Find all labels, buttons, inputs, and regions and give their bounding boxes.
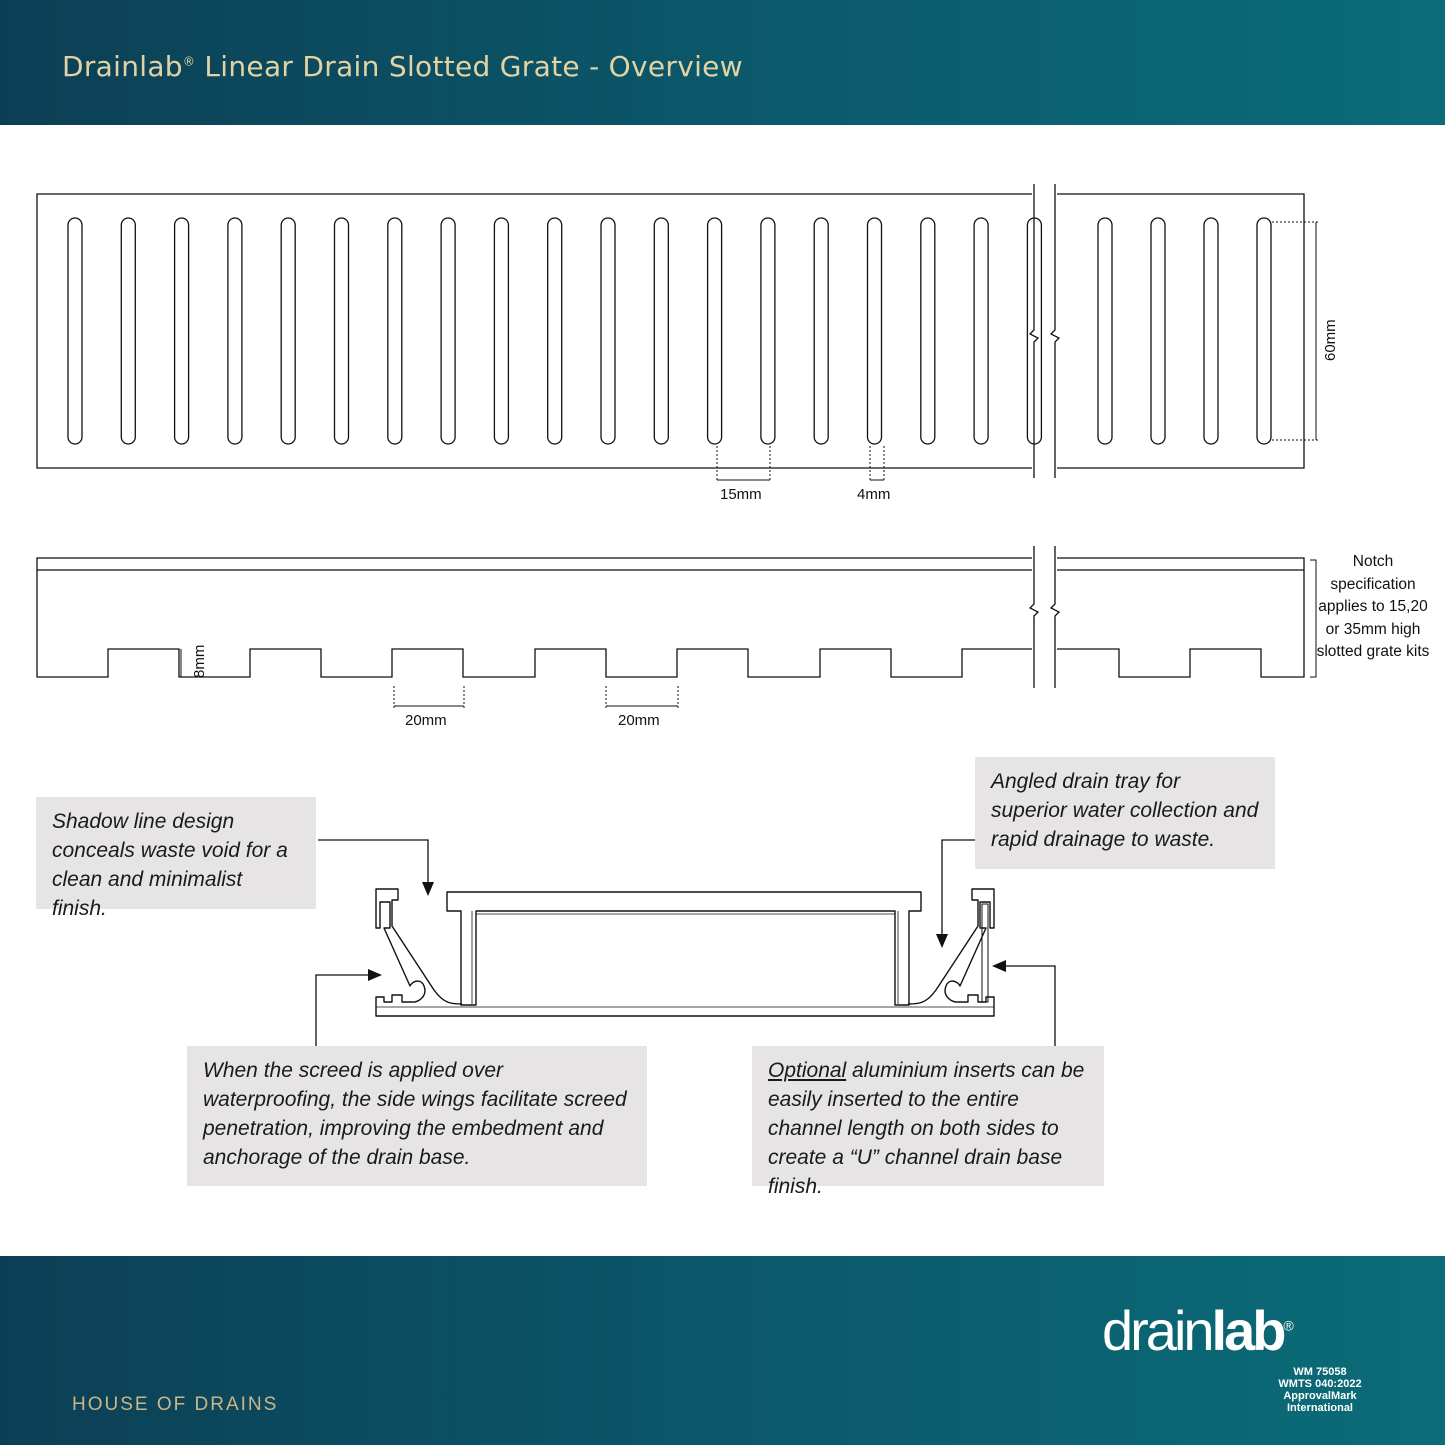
grate-top-view [36, 184, 1305, 478]
side-break-left [1028, 546, 1040, 688]
page-title: Drainlab® Linear Drain Slotted Grate - O… [62, 50, 743, 83]
header-banner: Drainlab® Linear Drain Slotted Grate - O… [0, 0, 1445, 125]
dim-4mm-label: 4mm [857, 486, 890, 503]
grate-slot [813, 217, 829, 445]
grate-slot [67, 217, 83, 445]
right-wing [907, 888, 995, 1005]
notch-spec-note: Notch specification applies to 15,20 or … [1316, 553, 1430, 660]
leader-angled-tray [941, 839, 976, 942]
base-plate [375, 1005, 995, 1017]
callout-angled-tray: Angled drain tray for superior water col… [975, 757, 1275, 869]
callout-angled-tray-text: Angled drain tray for superior water col… [991, 770, 1259, 851]
callout-optional-inserts: Optional aluminium inserts can be easily… [752, 1046, 1104, 1198]
arrowhead-screed [368, 969, 382, 981]
grate-slot [173, 217, 190, 445]
leader-shadow-line [318, 839, 429, 890]
side-view-dimensions [180, 559, 1317, 710]
title-registered-mark: ® [182, 54, 196, 69]
dim-15mm-label: 15mm [720, 486, 762, 503]
side-profile-left [36, 557, 1032, 678]
leader-screed [315, 974, 378, 1046]
grate-slot [1203, 217, 1219, 445]
wm-body-2: International [1286, 1402, 1353, 1414]
grate-slot [440, 217, 456, 445]
title-brand: Drainlab [62, 50, 183, 83]
grate-slot [866, 217, 883, 445]
channel-cross-section [375, 888, 995, 1017]
arrowhead-shadow [422, 882, 434, 896]
top-view-dimensions [716, 221, 1318, 482]
watermark-certification: WM 75058 WMTS 040:2022 ApprovalMark Inte… [1260, 1366, 1380, 1414]
arrowhead-tray [936, 934, 948, 948]
grate-outline-right [1057, 193, 1305, 469]
callout-arrowheads [368, 882, 1006, 981]
grate-slot [600, 217, 616, 445]
side-break-right [1049, 546, 1061, 688]
dim-60mm-label: 60mm [1322, 319, 1339, 361]
callout-optional-text: aluminium inserts can be easily inserted… [768, 1059, 1085, 1198]
aluminium-insert [981, 903, 989, 1003]
grate-slot [920, 217, 936, 445]
dim-notch-bracket [1310, 559, 1317, 678]
grate-slots [67, 217, 1272, 445]
break-line-right [1049, 184, 1061, 478]
grate-slot [1097, 217, 1113, 445]
title-text: Linear Drain Slotted Grate - Overview [195, 50, 743, 83]
wm-code: WM 75058 [1293, 1366, 1347, 1378]
house-of-drains-wordmark: HOUSE OF DRAINS [72, 1394, 279, 1415]
arrowhead-insert [992, 960, 1006, 972]
grate-slot [120, 217, 136, 445]
grate-slot [1150, 217, 1166, 445]
grate-slot [493, 217, 510, 445]
callout-screed-text: When the screed is applied over waterpro… [203, 1059, 627, 1169]
wm-standard: WMTS 040:2022 [1278, 1378, 1362, 1390]
callout-shadow-line: Shadow line design conceals waste void f… [36, 797, 316, 920]
grate-slot [333, 217, 350, 445]
break-line-left [1028, 184, 1040, 478]
grate-top-plate [446, 891, 922, 1006]
footer-banner [0, 1256, 1445, 1445]
callout-screed: When the screed is applied over waterpro… [187, 1046, 647, 1186]
grate-slot [653, 217, 669, 445]
wm-body-1: ApprovalMark [1283, 1390, 1357, 1402]
grate-inner-line [471, 911, 899, 1004]
grate-slot [760, 217, 776, 445]
grate-slot [227, 217, 243, 445]
drainlab-logo-thin: drain [1102, 1299, 1215, 1362]
leader-insert [996, 965, 1056, 1046]
grate-slot [547, 217, 563, 445]
grate-slot [973, 217, 989, 445]
dim-20mm-label-a: 20mm [405, 712, 447, 729]
dim-20mm-label-b: 20mm [618, 712, 660, 729]
left-wing [375, 888, 463, 1005]
callout-optional-word: Optional [768, 1059, 847, 1082]
drainlab-logo: drainlab® [1102, 1298, 1294, 1363]
grate-slot [280, 217, 296, 445]
grate-outline-left [36, 193, 1032, 469]
callout-leaders [315, 839, 1056, 1046]
grate-side-view [36, 546, 1305, 688]
side-profile-right [1057, 557, 1305, 678]
drainlab-logo-bold: lab [1211, 1299, 1287, 1362]
dim-8mm-label: 8mm [191, 645, 208, 678]
grate-slot [1256, 217, 1272, 445]
drainlab-logo-reg: ® [1283, 1317, 1294, 1334]
callout-shadow-line-text: Shadow line design conceals waste void f… [52, 810, 288, 920]
grate-slot [706, 217, 723, 445]
grate-slot [387, 217, 403, 445]
